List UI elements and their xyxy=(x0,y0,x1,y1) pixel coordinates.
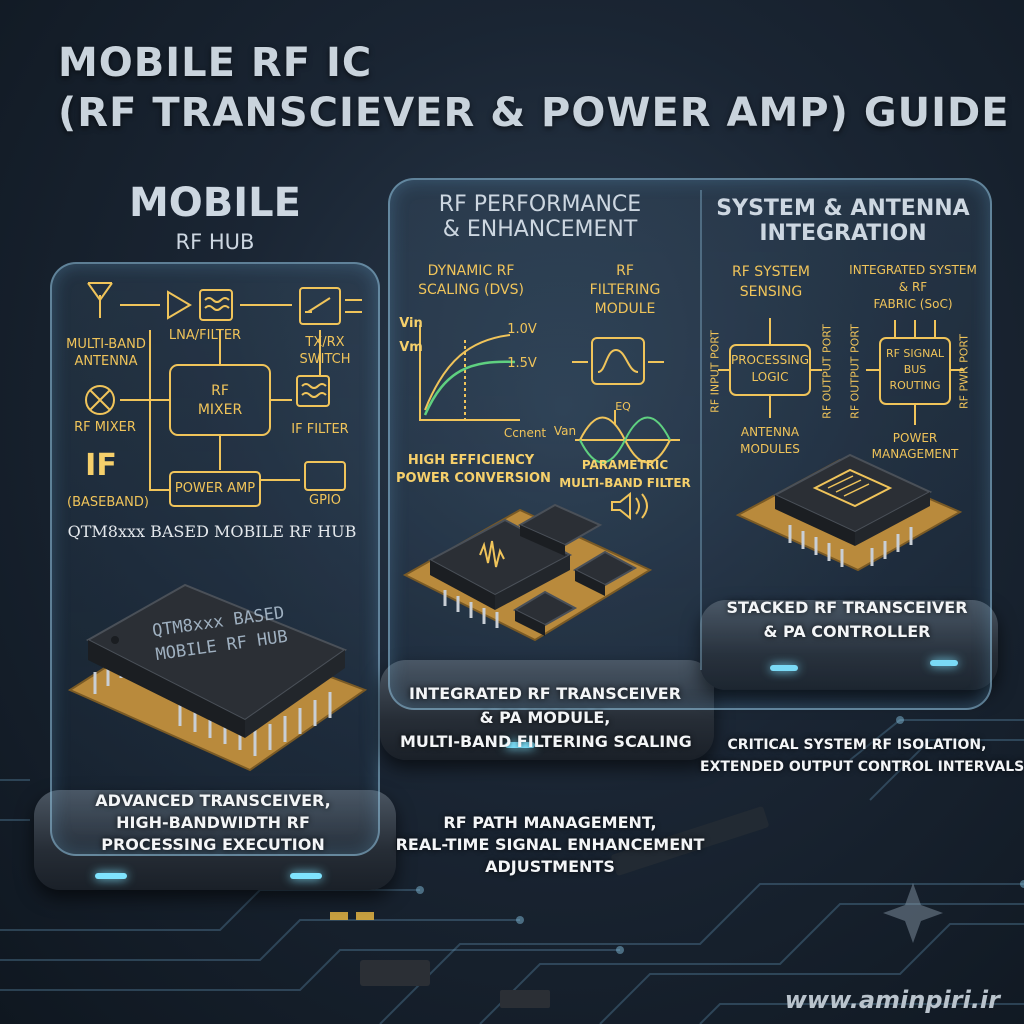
power-amp-label: POWER AMP xyxy=(174,481,256,496)
left-heading: MOBILE xyxy=(129,180,301,226)
left-led-2 xyxy=(290,873,322,879)
sparkle-icon xyxy=(883,883,943,943)
filter-eq: EQ xyxy=(615,400,631,413)
if-filter-label: IF FILTER xyxy=(291,422,349,437)
if-label: IF xyxy=(85,448,117,483)
dvs-v2: 1.5V xyxy=(507,356,537,371)
filter-title: RF FILTERING MODULE xyxy=(589,263,661,317)
fabric-bottom: POWER MANAGEMENT xyxy=(871,431,959,461)
mid-pedestal xyxy=(380,660,714,760)
left-panel xyxy=(50,262,380,856)
lna-label: LNA/FILTER xyxy=(168,328,242,343)
right-panel xyxy=(388,178,992,710)
title-line-1: MOBILE RF IC xyxy=(58,40,373,86)
right-caption-top: STACKED RF TRANSCEIVER & PA CONTROLLER xyxy=(726,598,968,641)
left-led xyxy=(95,873,127,879)
panel-divider xyxy=(700,190,702,670)
page-title: MOBILE RF IC (RF TRANSCIEVER & POWER AMP… xyxy=(58,38,1010,138)
mid-caption-top: INTEGRATED RF TRANSCEIVER & PA MODULE, M… xyxy=(400,684,692,751)
dvs-v1: 1.0V xyxy=(507,322,537,337)
baseband-label: (BASEBAND) xyxy=(67,495,149,510)
mid-caption-bottom: RF PATH MANAGEMENT, REAL-TIME SIGNAL ENH… xyxy=(395,813,705,876)
right-caption-bottom: CRITICAL SYSTEM RF ISOLATION, EXTENDED O… xyxy=(700,737,1024,775)
dvs-y1: Vin xyxy=(399,316,423,331)
filter-caption: PARAMETRIC MULTI-BAND FILTER xyxy=(559,458,691,490)
hub-label: QTM8xxx BASED MOBILE RF HUB xyxy=(67,522,357,541)
switch-label: TX/RX SWITCH xyxy=(299,335,351,367)
mid-led xyxy=(505,742,535,748)
antenna-label: MULTI-BAND ANTENNA xyxy=(66,337,146,369)
left-caption: ADVANCED TRANSCEIVER, HIGH-BANDWIDTH RF … xyxy=(95,791,331,854)
gpio-label: GPIO xyxy=(309,493,341,508)
sensing-bottom: ANTENNA MODULES xyxy=(740,425,800,456)
right-led-2 xyxy=(930,660,958,666)
title-line-2: (RF TRANSCIEVER & POWER AMP) GUIDE xyxy=(58,90,1010,136)
right-led xyxy=(770,665,798,671)
rf-mixer-label: RF MIXER xyxy=(74,420,136,435)
right-pedestal xyxy=(700,600,998,690)
dvs-title: DYNAMIC RF SCALING (DVS) xyxy=(418,263,524,298)
sensing-title: RF SYSTEM SENSING xyxy=(731,264,811,300)
fabric-box: RF SIGNAL BUS ROUTING xyxy=(885,347,945,392)
dvs-caption: HIGH EFFICIENCY POWER CONVERSION xyxy=(396,453,551,486)
fabric-title: INTEGRATED SYSTEM & RF FABRIC (SoC) xyxy=(849,263,977,311)
dvs-y2: Vm xyxy=(399,340,423,355)
left-pedestal xyxy=(34,790,396,890)
left-subheading: RF HUB xyxy=(175,230,255,254)
dvs-x: Ccnent xyxy=(503,426,547,440)
watermark: www.aminpiri.ir xyxy=(784,986,1000,1014)
right-heading: SYSTEM & ANTENNA INTEGRATION xyxy=(716,196,970,246)
mixer-center-label: RF MIXER xyxy=(197,383,243,418)
filter-y: Van xyxy=(553,424,577,438)
mid-heading: RF PERFORMANCE & ENHANCEMENT xyxy=(438,192,642,242)
sensing-box: PROCESSING LOGIC xyxy=(730,353,810,384)
